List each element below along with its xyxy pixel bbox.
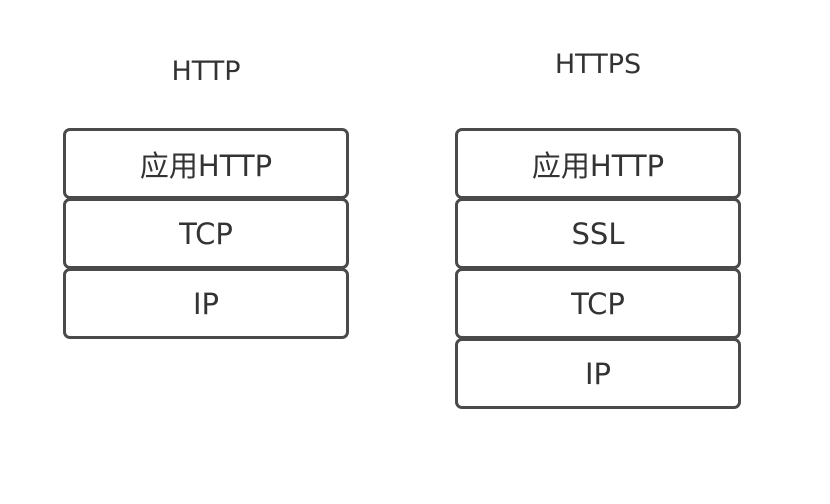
http-protocol-stack: 应用HTTP TCP IP [63, 128, 349, 339]
http-layer-application: 应用HTTP [63, 128, 349, 199]
https-layer-ip: IP [455, 338, 741, 409]
https-stack-title: HTTPS [554, 49, 642, 80]
https-layer-application: 应用HTTP [455, 128, 741, 199]
http-layer-ip: IP [63, 268, 349, 339]
https-layer-tcp: TCP [455, 268, 741, 339]
http-stack-title: HTTP [171, 56, 241, 87]
https-layer-ssl: SSL [455, 198, 741, 269]
https-protocol-stack: 应用HTTP SSL TCP IP [455, 128, 741, 409]
http-layer-tcp: TCP [63, 198, 349, 269]
